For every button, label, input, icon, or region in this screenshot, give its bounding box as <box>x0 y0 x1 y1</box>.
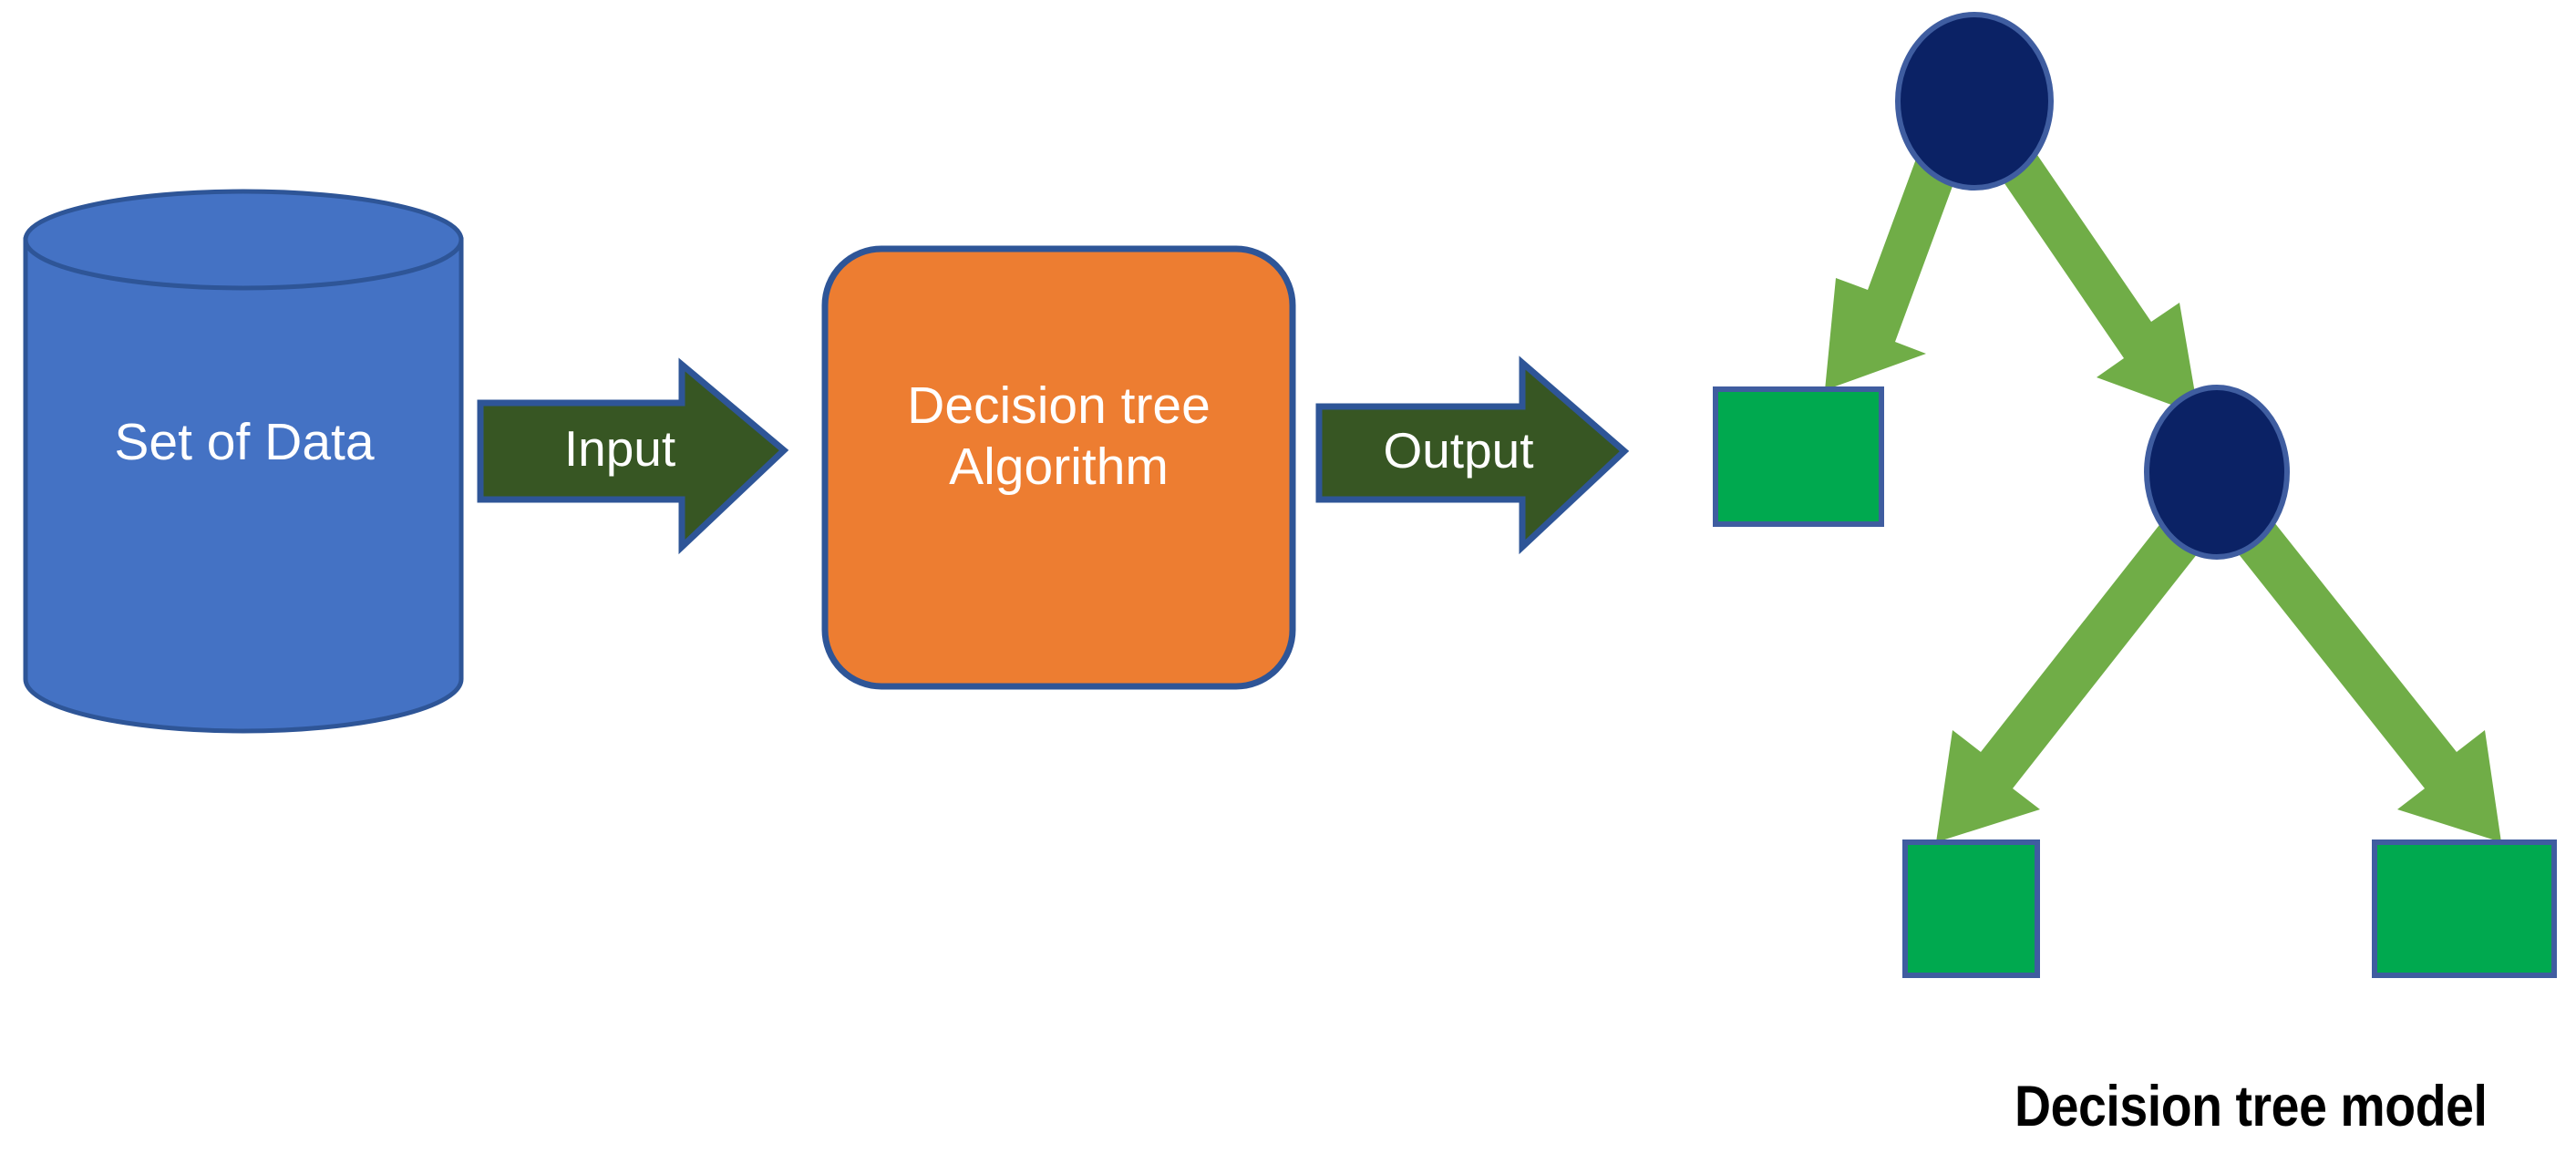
tree-edge-root-to-leaf-1 <box>1825 119 1958 390</box>
tree-leaf-node-2[interactable] <box>1902 840 2040 978</box>
input-arrow-shape <box>477 357 789 555</box>
process-box-shape <box>821 245 1296 690</box>
cylinder-top-ellipse <box>23 189 464 291</box>
tree-edge-arrow-4 <box>2231 509 2501 842</box>
input-flow-arrow[interactable] <box>477 357 789 555</box>
tree-edge-internal-1-to-leaf-2 <box>1936 509 2204 842</box>
diagram-caption: Decision tree model <box>2014 1075 2488 1138</box>
tree-root-node[interactable] <box>1895 12 2054 191</box>
tree-edge-root-to-internal-1 <box>1996 135 2199 415</box>
decision-tree-graphic <box>1713 12 2557 978</box>
tree-internal-node-1[interactable] <box>2144 385 2290 560</box>
tree-edge-arrow-3 <box>1936 509 2204 842</box>
process-box[interactable] <box>821 245 1296 690</box>
datastore-cylinder[interactable] <box>23 189 464 734</box>
tree-edge-arrow-2 <box>1996 135 2199 415</box>
tree-edge-arrow-1 <box>1825 119 1958 390</box>
output-arrow-shape <box>1315 355 1630 555</box>
tree-leaf-node-1[interactable] <box>1713 386 1884 527</box>
tree-edge-internal-1-to-leaf-3 <box>2231 509 2501 842</box>
output-flow-arrow[interactable] <box>1315 355 1630 555</box>
cylinder-body <box>23 237 464 734</box>
tree-leaf-node-3[interactable] <box>2372 840 2557 978</box>
